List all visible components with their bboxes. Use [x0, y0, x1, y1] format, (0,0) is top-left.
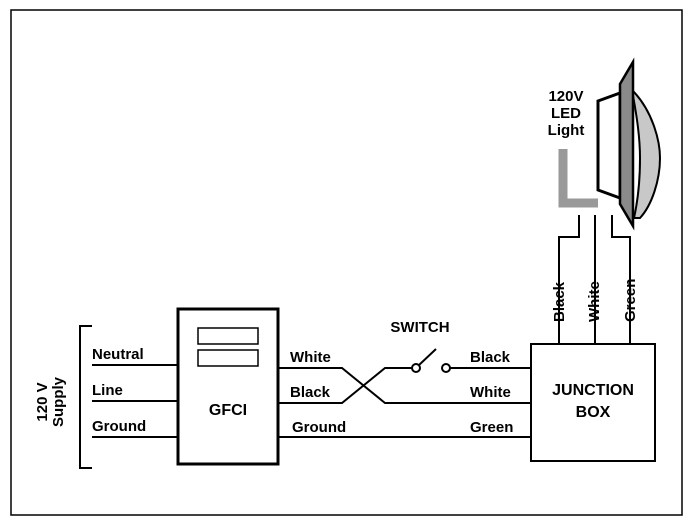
light-green-wire-label: Green [622, 279, 639, 322]
fixture-conduit [558, 149, 598, 208]
white-wire-label-left: White [290, 349, 331, 366]
black-wire-label-left: Black [290, 384, 331, 401]
switch-lever [418, 348, 437, 366]
light-label-line2: LED [551, 105, 581, 122]
led-light-fixture [558, 57, 662, 231]
switch-label: SWITCH [390, 319, 449, 336]
light-black-wire [558, 215, 580, 344]
green-wire-label-right: Green [470, 419, 513, 436]
light-black-wire-label: Black [551, 281, 568, 322]
light-housing [596, 90, 622, 201]
supply-label-text: Supply [50, 376, 67, 427]
supply-ground-label: Ground [92, 418, 146, 435]
junction-box-label-line1: JUNCTION [552, 382, 634, 399]
line-label: Line [92, 382, 123, 399]
supply-label: 120 V Supply [34, 376, 67, 427]
light-lens-icon [630, 87, 662, 219]
light-green-wire [611, 215, 631, 344]
light-white-wire-label: White [586, 281, 603, 322]
junction-box-label-line2: BOX [576, 404, 611, 421]
supply-bracket [79, 325, 92, 469]
switch-contact-left [411, 363, 421, 373]
white-wire-label-right: White [470, 384, 511, 401]
gfci-label: GFCI [209, 402, 247, 419]
light-label-line3: Light [548, 122, 585, 139]
supply-label-voltage: 120 V [34, 382, 51, 421]
gfci-reset-button [197, 349, 259, 367]
gfci-test-button [197, 327, 259, 345]
light-label-line1: 120V [548, 88, 583, 105]
black-wire-label-right: Black [470, 349, 511, 366]
black-wire-crossed [278, 367, 414, 404]
ground-wire-label-left: Ground [292, 419, 346, 436]
switch-contact-right [441, 363, 451, 373]
light-reflector-rim [618, 57, 635, 231]
junction-box [530, 343, 656, 462]
neutral-label: Neutral [92, 346, 144, 363]
